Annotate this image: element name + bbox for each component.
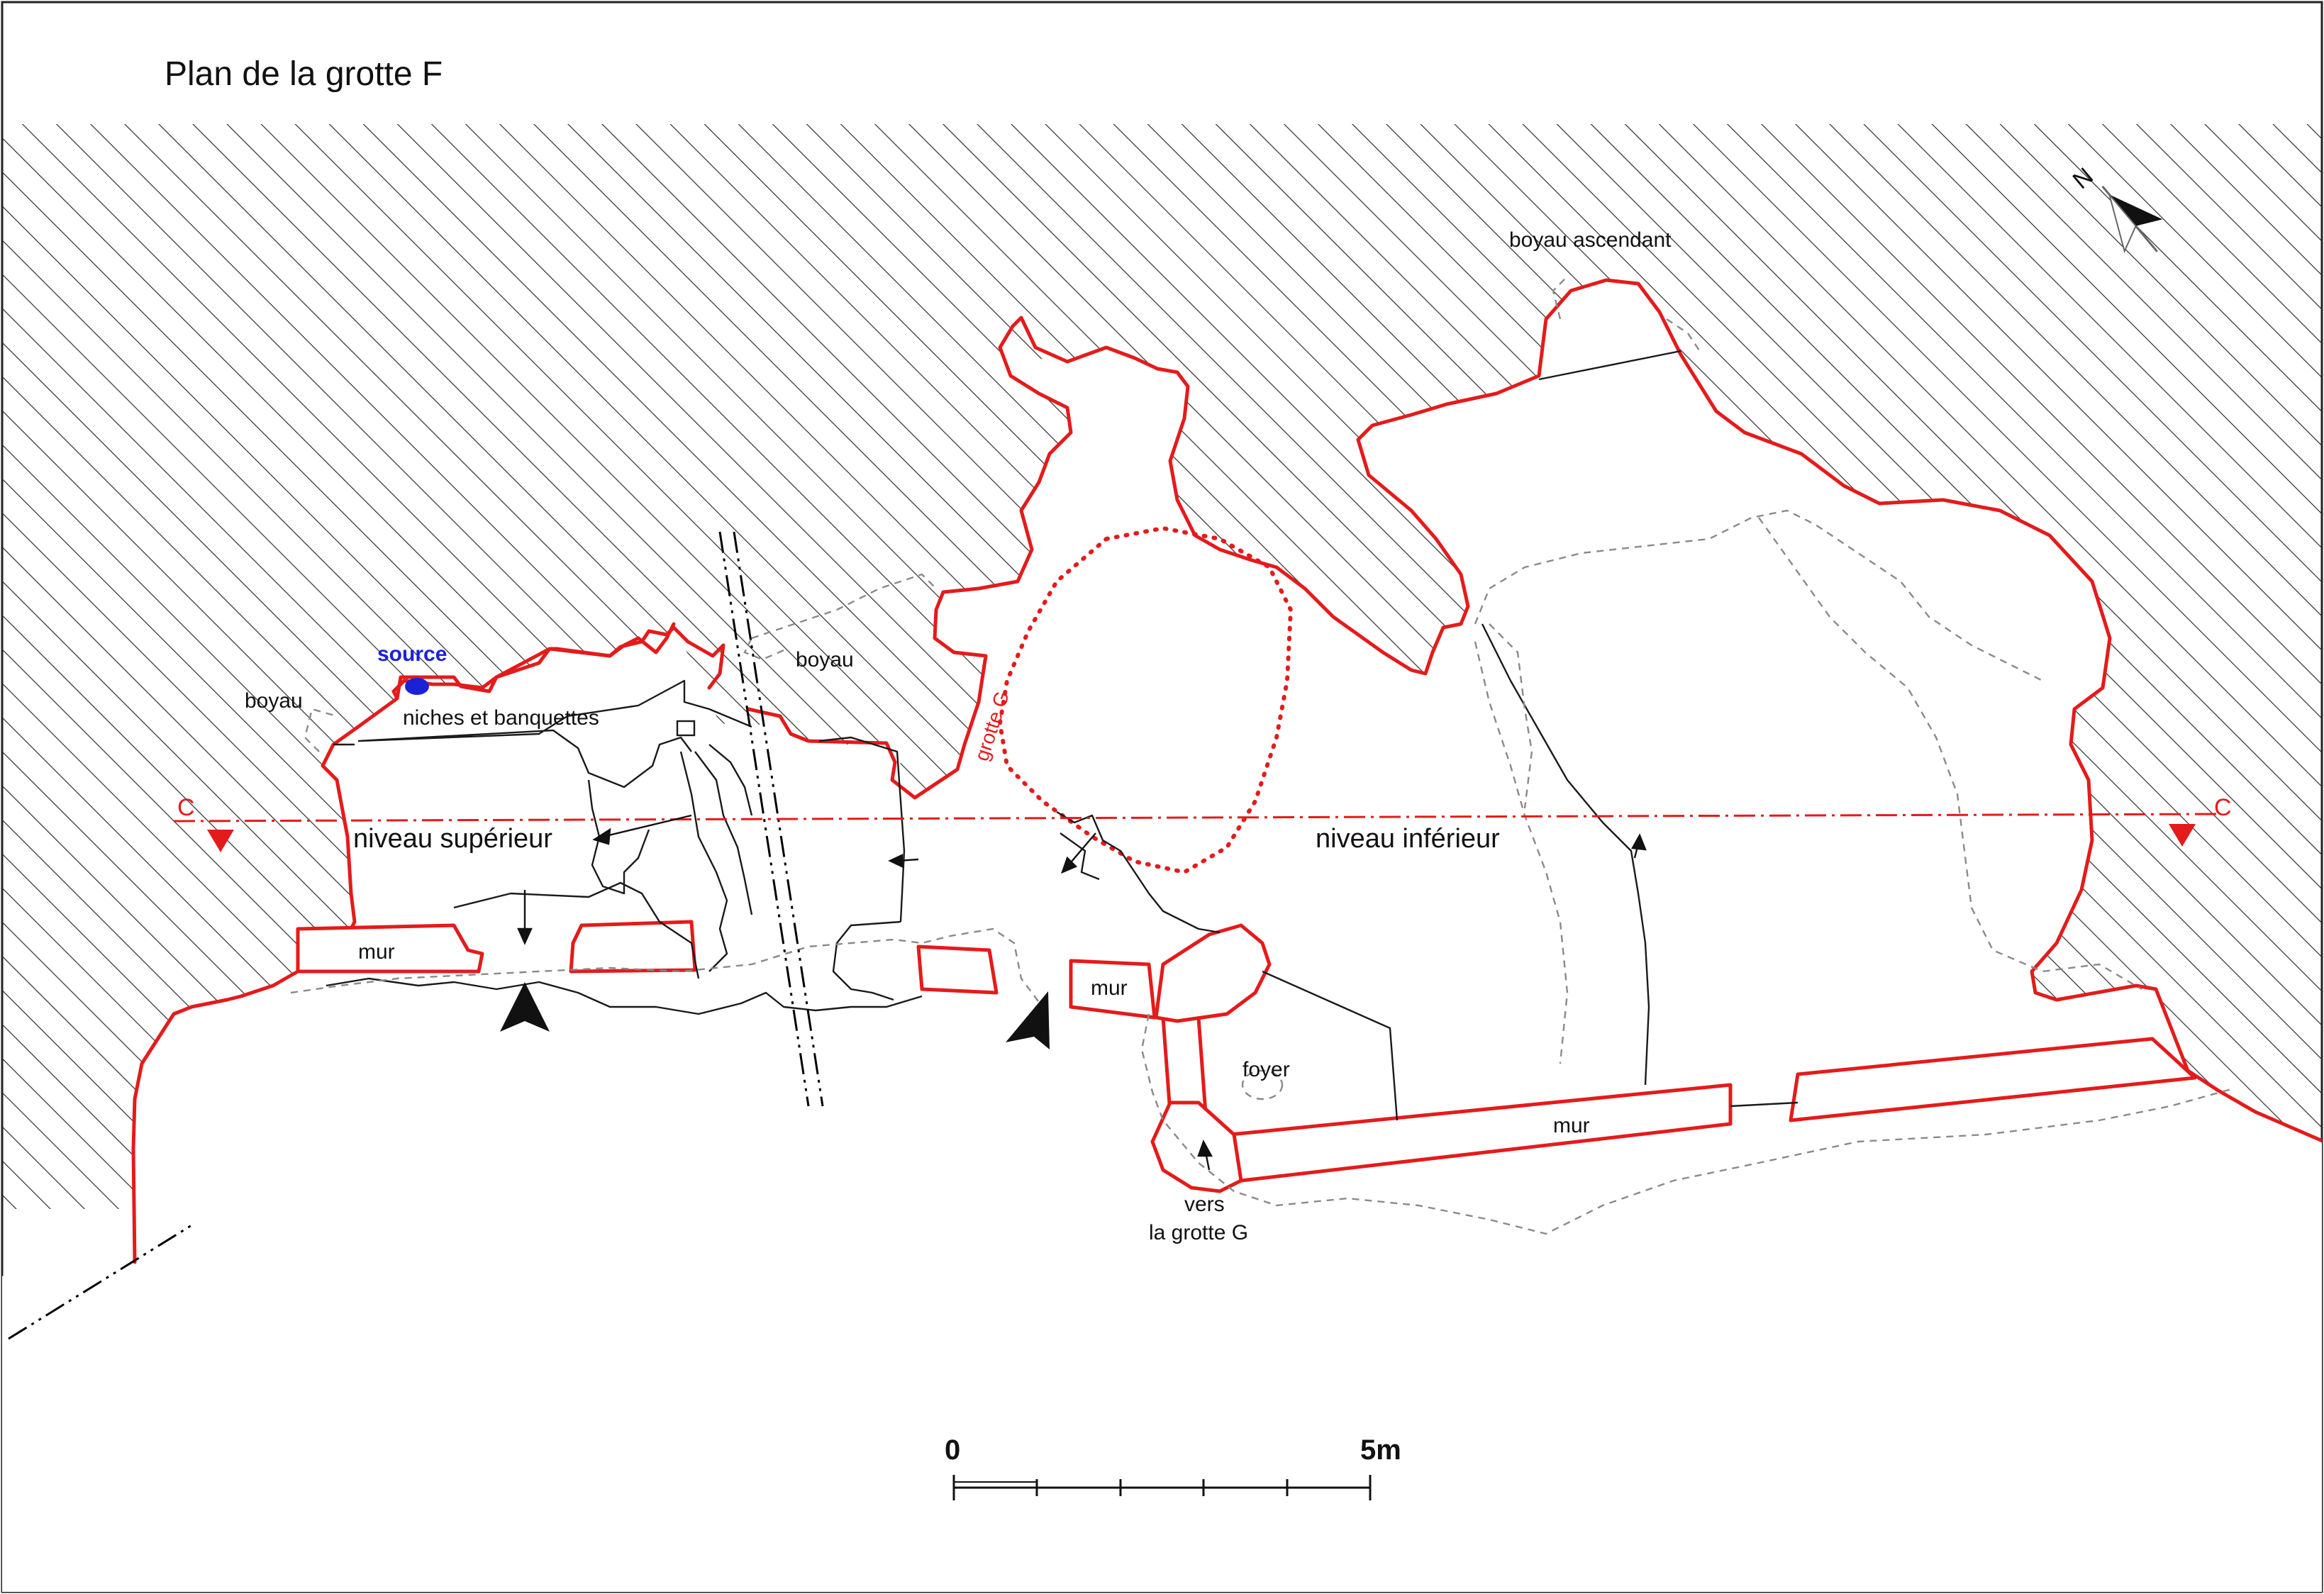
cave-floor-area — [2, 280, 2322, 1592]
dashed-contours — [290, 276, 2235, 1235]
label-mur-center: mur — [1091, 976, 1128, 1000]
wall-segment-left-a — [296, 923, 484, 974]
section-line-c — [173, 813, 2220, 823]
label-boyau-left: boyau — [245, 689, 303, 713]
wall-segment-left-b — [569, 920, 697, 974]
small-square-feature — [676, 720, 696, 737]
label-niveau-superieur: niveau supérieur — [353, 824, 552, 854]
source-marker-icon — [405, 678, 429, 695]
label-source: source — [377, 642, 447, 666]
label-niveau-inferieur: niveau inférieur — [1316, 824, 1500, 854]
wall-segment-center — [916, 944, 999, 995]
entrance-arrow-icon-left — [500, 982, 550, 1032]
label-vers: vers — [1184, 1193, 1225, 1216]
label-niches: niches et banquettes — [403, 706, 599, 730]
foyer-circle — [1241, 1069, 1284, 1100]
label-mur-left: mur — [358, 940, 395, 964]
section-triangle-icon-right — [2169, 824, 2196, 847]
cave-wall-outline-top-left — [395, 625, 725, 701]
wall-long-lower-right — [1789, 1037, 2197, 1122]
fault-line-lower-left — [8, 1222, 196, 1340]
scale-label-start: 0 — [945, 1434, 960, 1466]
cave-wall-outline-mid — [746, 278, 2322, 1143]
north-arrow-icon — [2101, 185, 2163, 254]
label-section-left: C — [177, 794, 195, 821]
label-section-right: C — [2214, 794, 2232, 821]
grotte-g-dotted-outline — [997, 525, 1294, 875]
plan-title: Plan de la grotte F — [165, 55, 443, 93]
scale-bar — [952, 1475, 1372, 1500]
fault-line-center-b — [733, 531, 824, 1107]
wall-pillar-foyer — [1161, 1015, 1208, 1115]
label-la-grotte-g: la grotte G — [1149, 1221, 1248, 1244]
scale-label-end: 5m — [1360, 1434, 1401, 1466]
label-boyau-center: boyau — [796, 648, 854, 671]
entrance-arrow-icon-right — [1006, 991, 1050, 1049]
label-mur-right: mur — [1553, 1114, 1590, 1137]
detail-lines-upper-level — [326, 350, 1798, 1121]
wall-rock-knot-top — [1154, 923, 1272, 1023]
wall-rock-knot-bottom — [1150, 1100, 1243, 1193]
fault-line-center-a — [718, 531, 810, 1107]
section-triangle-icon-left — [207, 830, 234, 852]
flow-arrows — [517, 814, 1647, 1171]
label-boyau-ascendant: boyau ascendant — [1509, 228, 1672, 252]
label-foyer: foyer — [1242, 1058, 1290, 1081]
